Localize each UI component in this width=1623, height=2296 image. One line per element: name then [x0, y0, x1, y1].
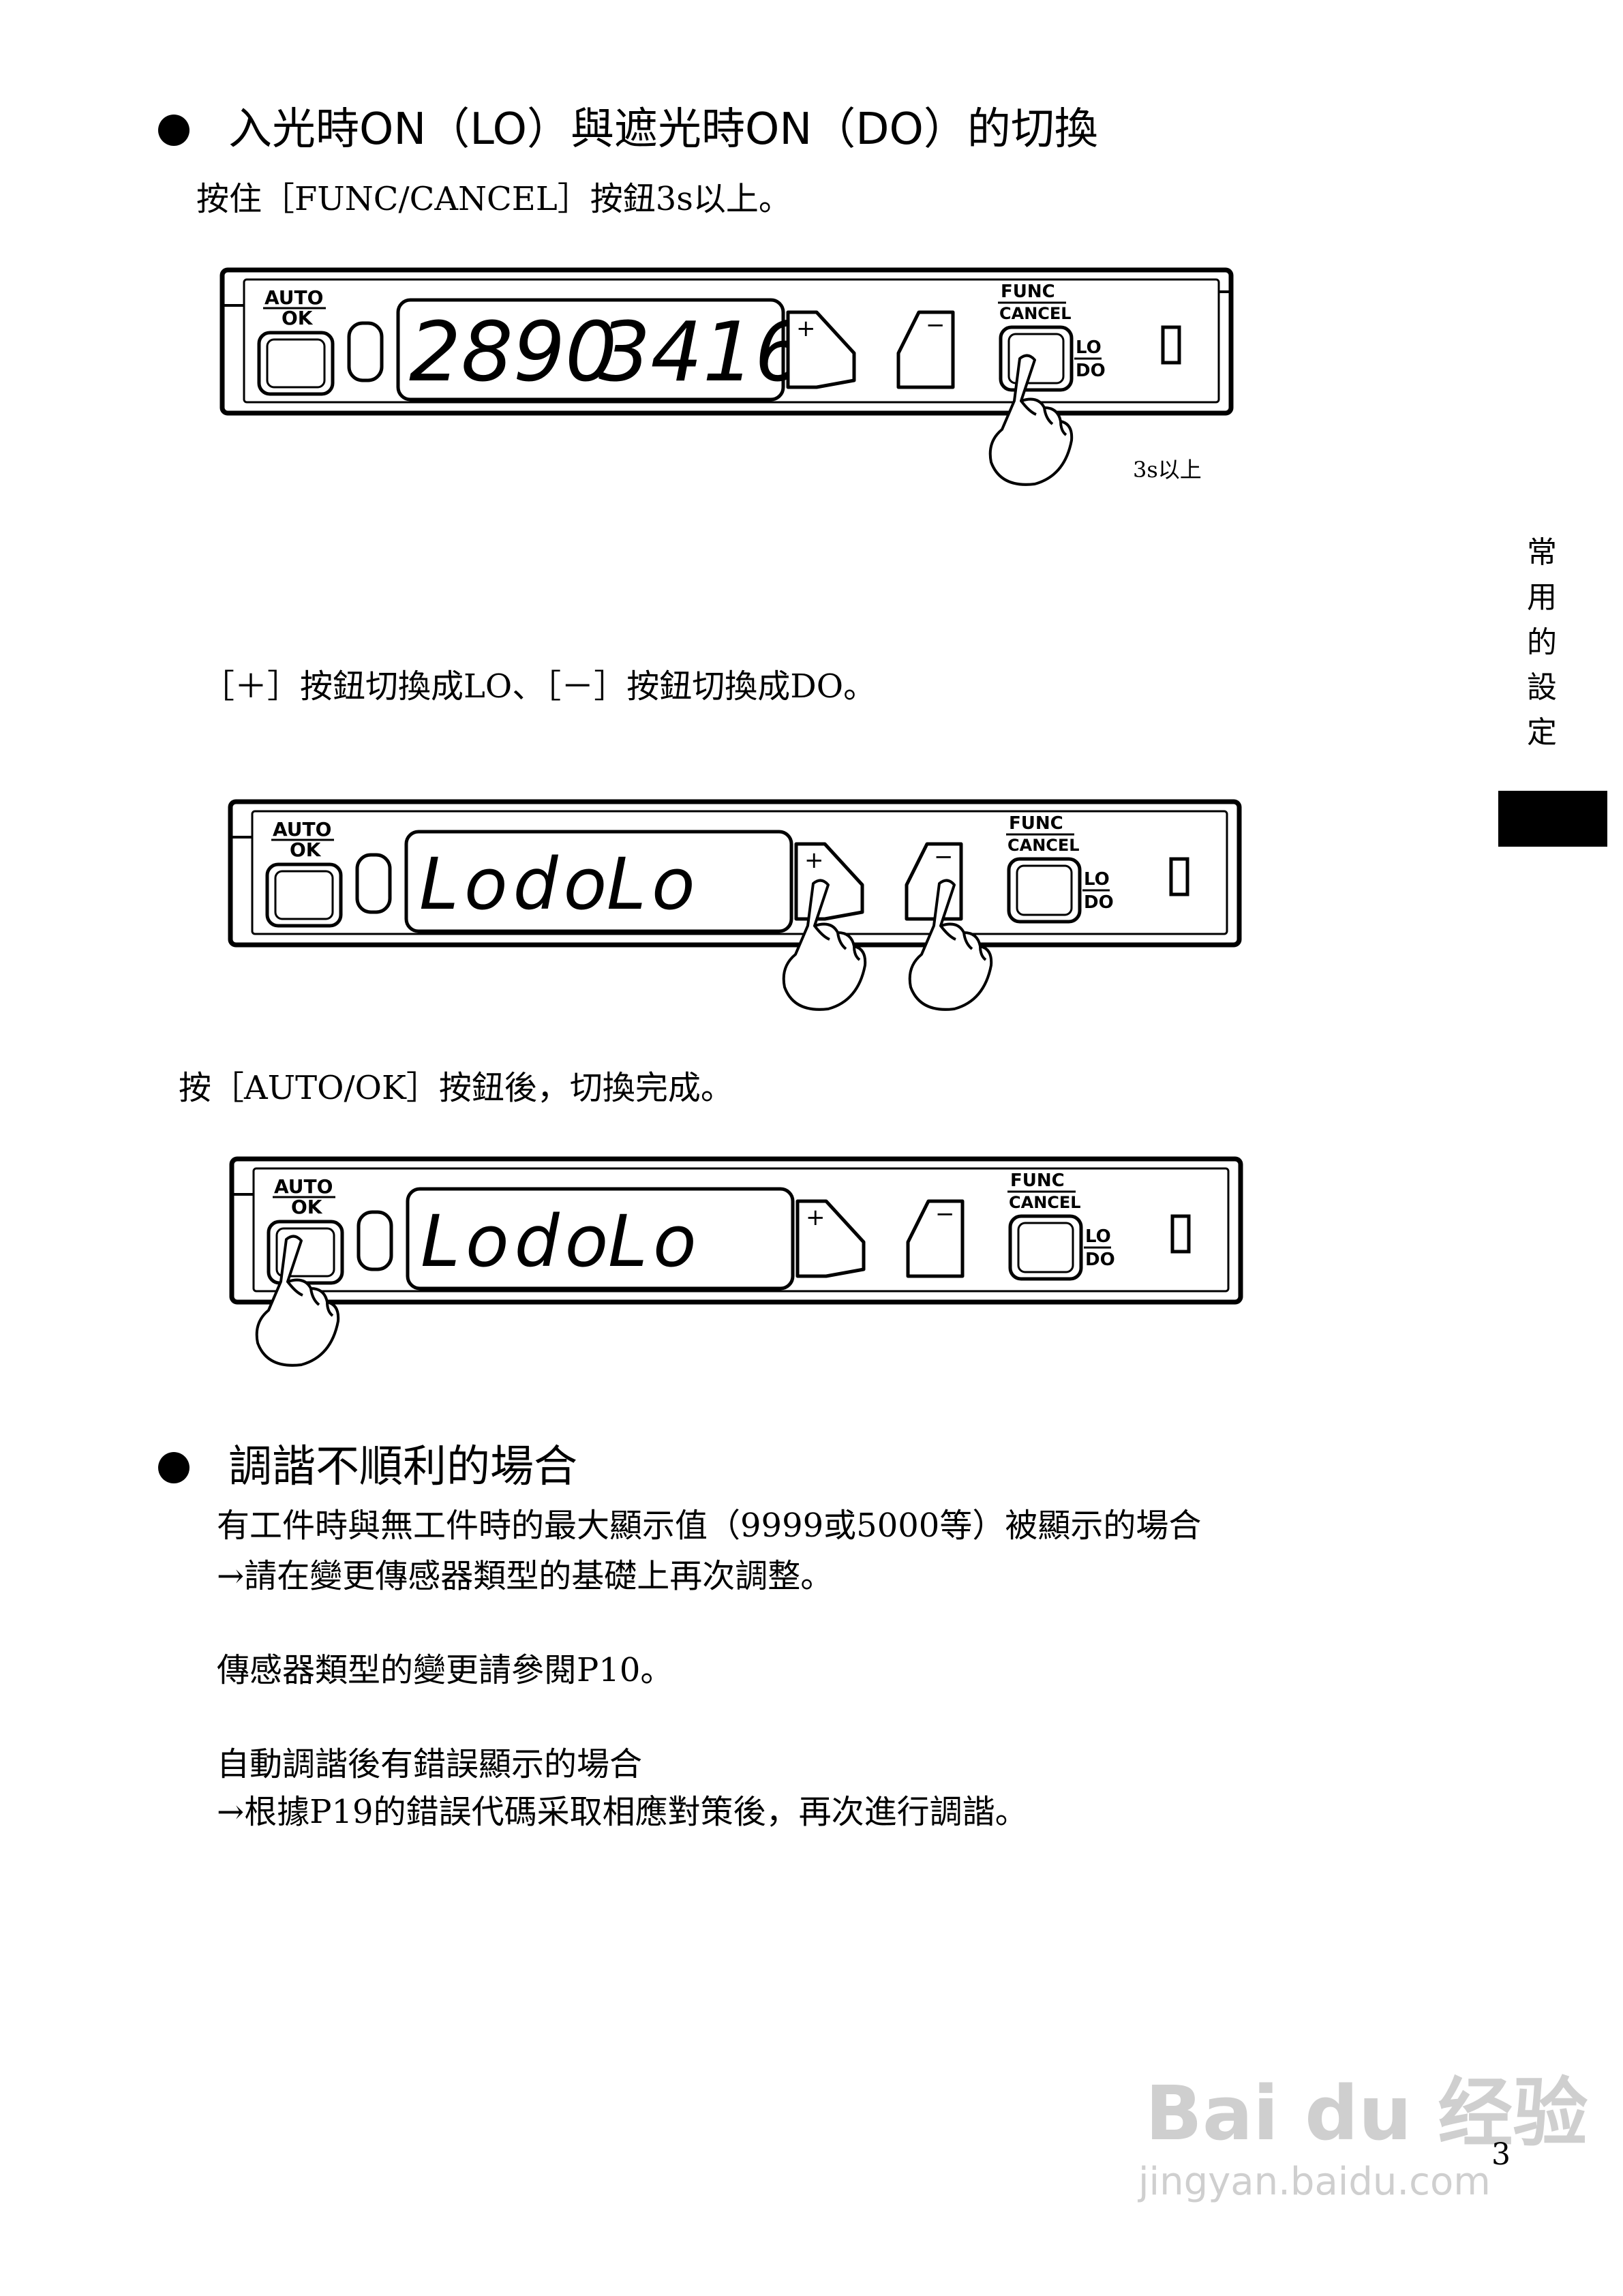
- cancel-label: CANCEL: [999, 304, 1072, 323]
- baidu-watermark-brand: Bai du 经验: [1145, 2070, 1588, 2157]
- section1-step2: ［＋］按鈕切換成LO、［－］按鈕切換成DO。: [202, 667, 877, 706]
- page-number: 3: [1491, 2137, 1511, 2172]
- side-tab-label: 常 用 的 設 定: [1527, 535, 1557, 750]
- ok-label: OK: [291, 1196, 323, 1218]
- auto-label: AUTO: [273, 818, 331, 841]
- heading-bullet: [158, 115, 189, 146]
- section2-paragraph3-line2: →根據P19的錯誤代碼采取相應對策後，再次進行調諧。: [217, 1793, 1028, 1831]
- ok-label: OK: [282, 307, 314, 329]
- display-left-value: Lodo: [419, 843, 612, 926]
- cancel-label: CANCEL: [1009, 1193, 1081, 1212]
- display-left-value: Lodo: [421, 1200, 613, 1283]
- do-label: DO: [1076, 361, 1106, 381]
- display-window: [396, 298, 785, 402]
- func-cancel-button[interactable]: [1008, 1214, 1083, 1281]
- auto-label: AUTO: [264, 286, 323, 309]
- section1-step1: 按住［FUNC/CANCEL］按鈕3s以上。: [196, 180, 791, 218]
- side-tab-marker: [1498, 791, 1607, 847]
- display-right-value: 3416: [598, 305, 806, 400]
- lo-label: LO: [1085, 1226, 1111, 1247]
- section1-step3: 按［AUTO/OK］按鈕後，切換完成。: [179, 1069, 733, 1107]
- sensor-diagram-1: AUTO OK 2890 3416 + − FUNC CANCEL LO DO: [219, 267, 1234, 486]
- hold-duration-caption: 3s以上: [1133, 457, 1202, 483]
- func-label: FUNC: [1009, 813, 1063, 834]
- sensor-diagram-3: AUTO OK Lodo Lo + − FUNC CANCEL LO DO: [229, 1156, 1243, 1367]
- plus-button[interactable]: [795, 1199, 866, 1278]
- sensor-diagram-2: AUTO OK Lodo Lo + − FUNC CANCEL LO DO: [228, 799, 1242, 1011]
- section1-heading: 入光時ON（LO）與遮光時ON（DO）的切換: [228, 104, 1098, 155]
- display-right-value: Lo: [608, 1200, 702, 1283]
- lo-label: LO: [1084, 869, 1110, 890]
- cancel-label: CANCEL: [1007, 836, 1080, 855]
- display-window: [404, 830, 793, 933]
- minus-label: −: [926, 312, 945, 339]
- ok-label: OK: [290, 839, 322, 861]
- section2-paragraph1-line1: 有工件時與無工件時的最大顯示值（9999或5000等）被顯示的場合: [217, 1507, 1202, 1545]
- minus-button[interactable]: [906, 1199, 965, 1278]
- display-right-value: Lo: [607, 843, 701, 926]
- baidu-watermark-url: jingyan.baidu.com: [1138, 2160, 1491, 2204]
- section2-heading: 調諧不順利的場合: [228, 1442, 577, 1492]
- auto-ok-button[interactable]: [257, 331, 335, 396]
- do-label: DO: [1085, 1250, 1115, 1270]
- plus-label: +: [806, 1204, 825, 1231]
- func-cancel-button[interactable]: [1007, 857, 1082, 924]
- do-label: DO: [1084, 892, 1114, 913]
- section2-paragraph2: 傳感器類型的變更請參閱P10。: [217, 1651, 673, 1689]
- auto-ok-button[interactable]: [265, 862, 343, 928]
- plus-label: +: [804, 847, 824, 874]
- display-window: [406, 1187, 795, 1290]
- display-left-value: 2890: [409, 305, 617, 400]
- lo-label: LO: [1076, 337, 1102, 358]
- minus-button[interactable]: [896, 310, 955, 389]
- minus-label: −: [934, 843, 954, 871]
- plus-button[interactable]: [786, 310, 856, 389]
- auto-label: AUTO: [274, 1175, 333, 1198]
- func-label: FUNC: [1001, 282, 1055, 302]
- section2-paragraph1-line2: →請在變更傳感器類型的基礎上再次調整。: [217, 1557, 834, 1595]
- func-label: FUNC: [1010, 1170, 1065, 1191]
- minus-label: −: [935, 1200, 955, 1228]
- section2-paragraph3-line1: 自動調諧後有錯誤顯示的場合: [217, 1745, 643, 1783]
- heading-bullet: [158, 1452, 189, 1483]
- plus-label: +: [796, 315, 816, 342]
